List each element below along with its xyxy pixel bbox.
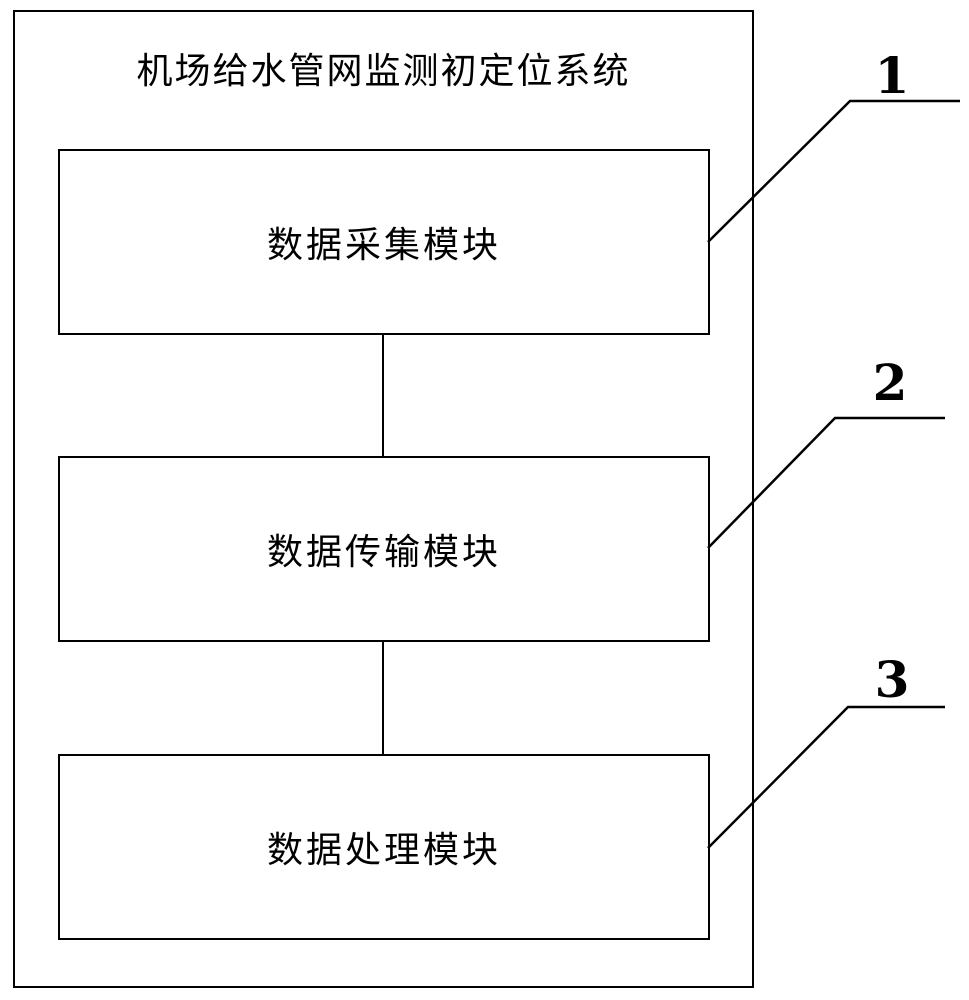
reference-number-3: 3 <box>874 650 910 709</box>
system-frame <box>13 10 754 988</box>
module-data-acquisition: 数据采集模块 <box>58 149 710 335</box>
module-label: 数据采集模块 <box>266 225 501 266</box>
system-title: 机场给水管网监测初定位系统 <box>136 51 631 92</box>
module-label: 数据传输模块 <box>266 532 501 573</box>
leader-line-3 <box>707 705 945 849</box>
module-data-transmission: 数据传输模块 <box>58 456 710 642</box>
module-data-processing: 数据处理模块 <box>58 754 710 940</box>
module-label: 数据处理模块 <box>266 830 501 871</box>
leader-line-1 <box>707 99 960 243</box>
reference-number-1: 1 <box>874 46 910 105</box>
leader-line-2 <box>707 416 945 549</box>
reference-number-2: 2 <box>872 353 908 412</box>
